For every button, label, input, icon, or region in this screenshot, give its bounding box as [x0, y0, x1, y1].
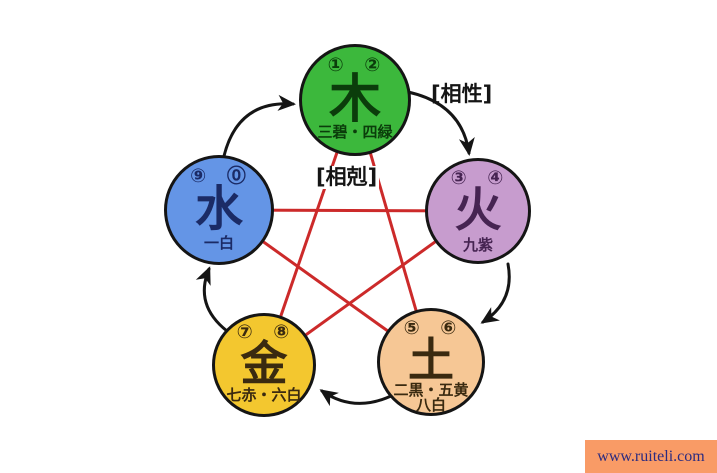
earth-stars: 二黒・五黄	[393, 380, 469, 399]
generation-arrow-wood-to-fire	[406, 90, 475, 156]
generation-arrow-earth-to-metal	[319, 389, 393, 407]
watermark: www.ruiteli.com	[585, 440, 717, 473]
element-circle-fire: ③ ④ 火 九紫	[425, 158, 531, 264]
water-numbers: ⑨ ⓪	[190, 165, 248, 187]
water-stars: 一白	[203, 234, 234, 253]
watermark-text: www.ruiteli.com	[597, 447, 705, 465]
metal-stars: 七赤・六白	[226, 385, 302, 404]
earth-numbers: ⑤ ⑥	[403, 317, 459, 339]
wood-stars: 三碧・四緑	[317, 123, 393, 142]
fire-stars: 九紫	[462, 235, 493, 254]
element-circle-water: ⑨ ⓪ 水 一白	[164, 155, 274, 265]
generation-arrow-water-to-wood	[222, 94, 296, 158]
metal-numbers: ⑦ ⑧	[236, 321, 292, 343]
destruction-cycle-label: [相剋]	[314, 165, 380, 189]
element-circle-wood: ① ② 木 三碧・四緑	[299, 44, 411, 156]
wood-character: 木	[328, 69, 381, 130]
generation-arrow-fire-to-earth	[480, 262, 511, 324]
earth-character: 土	[408, 332, 454, 387]
fire-numbers: ③ ④	[450, 167, 506, 189]
earth-stars-line2: 八白	[415, 396, 446, 415]
wood-numbers: ① ②	[327, 54, 383, 76]
element-circle-metal: ⑦ ⑧ 金 七赤・六白	[212, 313, 316, 417]
generation-arrow-metal-to-water	[195, 266, 229, 333]
water-character: 水	[194, 180, 243, 237]
generation-cycle-label: [相性]	[431, 82, 493, 106]
metal-character: 金	[240, 336, 288, 392]
fire-character: 火	[454, 182, 502, 238]
element-circle-earth: ⑤ ⑥ 土 二黒・五黄 八白	[377, 308, 485, 416]
